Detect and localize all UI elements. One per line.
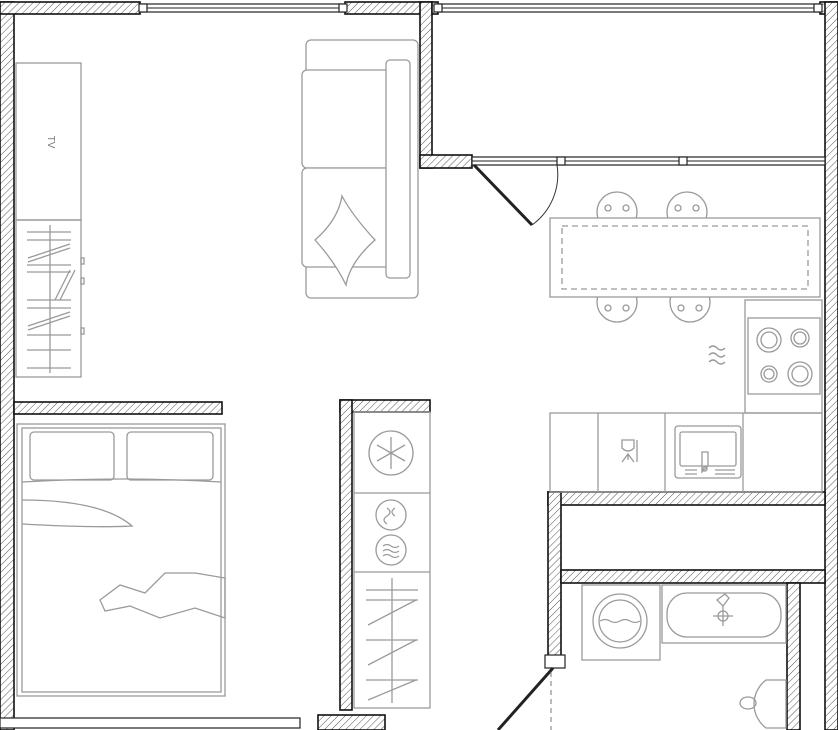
microwave-icon — [375, 499, 407, 531]
wall-top-middle — [344, 1, 433, 15]
kitchen-counter — [549, 412, 823, 493]
wall-living-bedroom — [13, 401, 223, 415]
wall-bottom-stub — [317, 714, 386, 730]
bathtub — [661, 584, 787, 644]
heat-icon — [708, 345, 726, 365]
tv-unit: TV — [15, 62, 82, 221]
pillow-icon — [314, 193, 376, 288]
toilet — [753, 679, 787, 729]
wall-right — [824, 1, 838, 730]
refrigerator-snowflake-icon — [368, 430, 414, 476]
wall-top-left — [0, 1, 141, 15]
sink-icon — [674, 425, 742, 479]
closet — [353, 411, 431, 709]
window-bedroom — [0, 717, 301, 729]
balcony-door[interactable] — [472, 163, 559, 227]
pillow — [29, 431, 115, 481]
wall-balcony-bottom-left — [419, 154, 473, 169]
wall-bathroom-top — [560, 569, 826, 584]
wall-living-balcony — [419, 1, 433, 169]
dishwasher-icon — [621, 439, 638, 463]
bathroom-door[interactable] — [496, 654, 566, 730]
wall-kitchen-bottom — [547, 491, 826, 506]
bed — [16, 423, 226, 697]
sofa — [301, 39, 419, 299]
wall-closet-left — [339, 399, 353, 711]
blanket-fold — [99, 572, 226, 619]
oven-icon — [375, 534, 407, 566]
pillow — [126, 431, 214, 481]
stove — [708, 299, 823, 414]
wall-bathroom-left — [547, 491, 562, 663]
living-wardrobe — [15, 219, 85, 378]
wall-left — [0, 1, 15, 730]
bathroom-fixtures — [581, 584, 787, 729]
washing-machine — [581, 584, 661, 661]
windows — [0, 3, 826, 729]
tv-label: TV — [45, 136, 56, 149]
dining-table — [549, 191, 821, 323]
wall-closet-top — [339, 399, 431, 413]
wall-bathroom-right — [786, 582, 801, 730]
